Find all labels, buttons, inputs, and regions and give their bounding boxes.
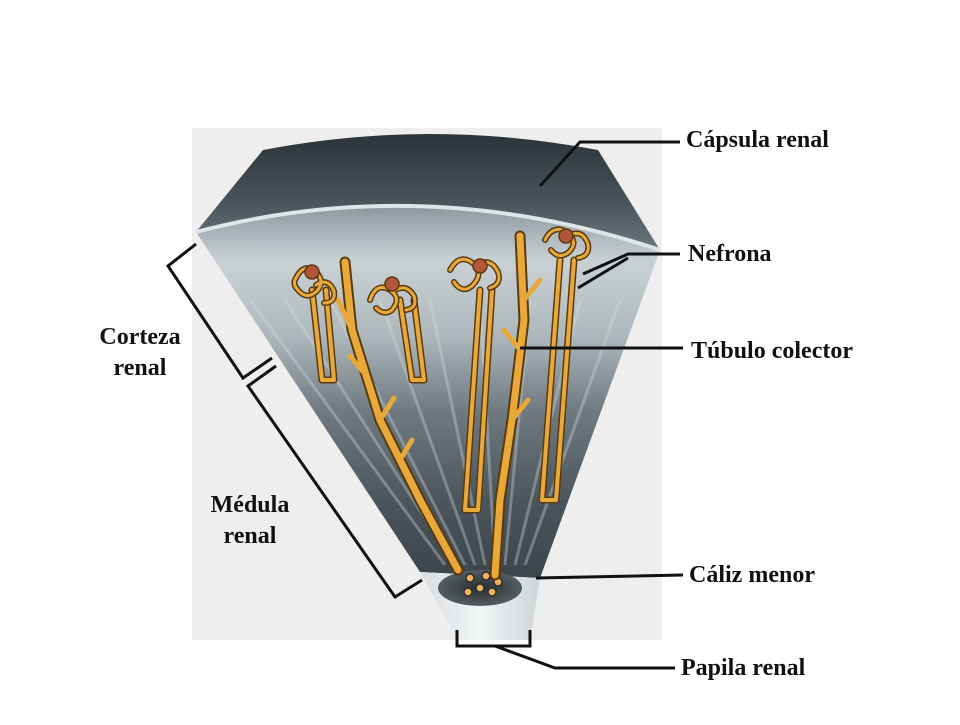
label-nefrona: Nefrona bbox=[688, 241, 772, 267]
leader-line-caliz bbox=[535, 573, 684, 580]
glomeruli bbox=[304, 228, 574, 292]
label-medula-line2: renal bbox=[223, 523, 277, 550]
label-papila-renal: Papila renal bbox=[681, 655, 806, 681]
glomerulus bbox=[304, 264, 320, 280]
medulla-bracket bbox=[245, 364, 423, 600]
leader-line-papila bbox=[494, 644, 675, 670]
label-corteza-line1: Corteza bbox=[99, 324, 181, 350]
glomerulus bbox=[384, 276, 400, 292]
label-corteza-line2: renal bbox=[113, 355, 167, 382]
papillary-openings bbox=[463, 571, 503, 597]
label-tubulo-colector: Túbulo colector bbox=[691, 338, 853, 364]
glomerulus bbox=[472, 258, 488, 274]
label-medula-line1: Médula bbox=[210, 492, 290, 518]
label-medula-renal: Médula renal bbox=[190, 490, 310, 552]
papilla-bracket bbox=[455, 630, 532, 648]
glomerulus bbox=[558, 228, 574, 244]
leader-line-capsula bbox=[538, 140, 680, 188]
renal-capsule bbox=[196, 134, 660, 250]
label-corteza-renal: Corteza renal bbox=[80, 322, 200, 384]
nephron-group bbox=[291, 226, 592, 581]
capsule-inner-edge bbox=[195, 203, 661, 252]
cortex-bracket bbox=[165, 242, 273, 381]
label-capsula-renal: Cápsula renal bbox=[686, 127, 829, 153]
label-caliz-menor: Cáliz menor bbox=[689, 562, 815, 588]
leader-line-nefrona bbox=[577, 252, 680, 290]
